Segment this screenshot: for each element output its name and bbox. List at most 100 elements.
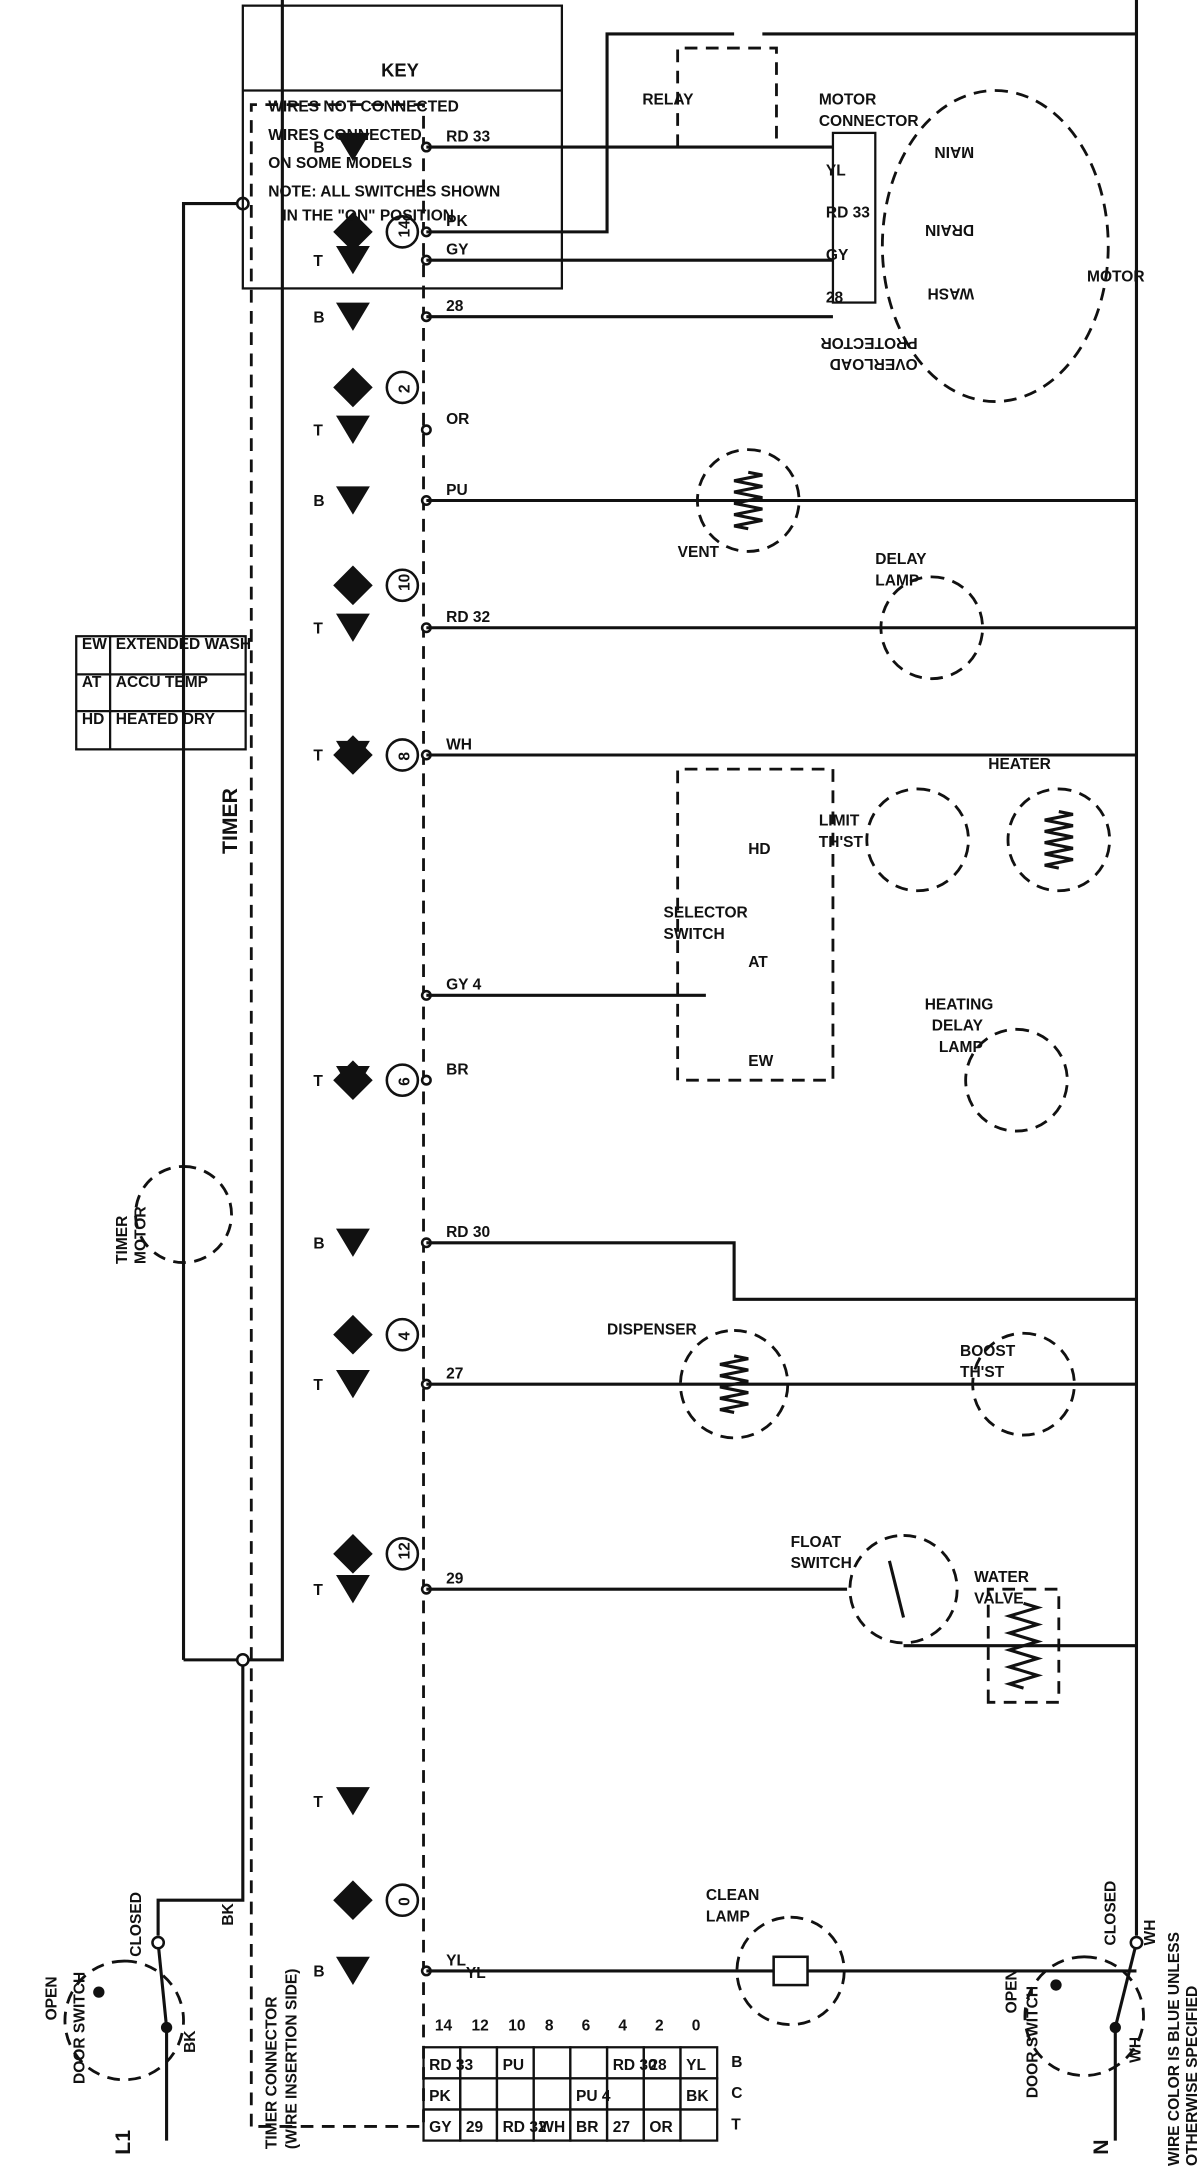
door-switch-l1-circle xyxy=(63,1959,185,2082)
timer-contact-type: T xyxy=(313,253,323,270)
clean-lamp-l2: LAMP xyxy=(706,1908,750,1925)
door-switch-l1-open: OPEN xyxy=(43,1976,60,2020)
hdl-l3: LAMP xyxy=(939,1039,983,1056)
dispenser-coil xyxy=(719,1354,749,1414)
timer-wire-label: PK xyxy=(446,213,468,230)
boost-l1: BOOST xyxy=(960,1343,1016,1360)
abbrev-code-2: HD xyxy=(82,711,104,728)
timer-contact-triangle xyxy=(336,486,370,515)
key-item-1: WIRES CONNECTED xyxy=(268,127,421,144)
connector-cell-text: GY xyxy=(429,2119,452,2136)
connector-cell-text: 29 xyxy=(466,2119,484,2136)
wash-label: WASH xyxy=(928,284,975,301)
key-item-2: ON SOME MODELS xyxy=(268,155,412,172)
clean-lamp-l1: CLEAN xyxy=(706,1887,759,1904)
connector-cell xyxy=(569,2046,609,2080)
motor-connector-box xyxy=(831,131,877,304)
float-switch-blade xyxy=(887,1560,906,1618)
timer-connector-title: TIMER CONNECTOR xyxy=(264,1997,281,2150)
timer-contact-triangle xyxy=(336,1956,370,1986)
timer-contact-triangle xyxy=(336,415,370,444)
selector-at: AT xyxy=(748,954,768,971)
connector-cell-text: PU xyxy=(503,2057,525,2074)
timer-contact-triangle xyxy=(336,246,370,275)
limit-l2: TH'ST xyxy=(819,834,864,851)
timer-wire-label: 27 xyxy=(446,1366,463,1383)
door-switch-n-open: OPEN xyxy=(1003,1969,1020,2013)
door-l1-bk: BK xyxy=(182,2030,199,2053)
abbrev-text-0: EXTENDED WASH xyxy=(116,636,251,653)
door-switch-n-wh: WH xyxy=(1142,1920,1159,1946)
timer-contact-triangle xyxy=(336,1370,370,1399)
motor-conn-wire-label: RD 33 xyxy=(826,205,870,222)
abbrev-text-1: ACCU TEMP xyxy=(116,674,208,691)
timer-cam-diamond xyxy=(333,565,373,606)
timer-cam-number: 10 xyxy=(396,574,413,591)
motor-conn-l2: CONNECTOR xyxy=(819,113,919,130)
motor-conn-wire-label: 28 xyxy=(826,290,844,307)
connector-cell xyxy=(532,2046,572,2080)
timer-contact-type: T xyxy=(313,620,323,637)
connector-row-label: 14 xyxy=(435,2017,453,2034)
bus-node-a xyxy=(235,1652,250,1667)
limit-thst-circle xyxy=(865,787,970,893)
abbrev-code-0: EW xyxy=(82,636,107,653)
motor-label: MOTOR xyxy=(1087,268,1144,285)
timer-cam-circle xyxy=(385,738,420,772)
dispenser-label: DISPENSER xyxy=(607,1322,697,1339)
timer-box xyxy=(249,103,425,2128)
timer-contact-triangle xyxy=(336,1228,370,1257)
connector-cell-text: WH xyxy=(539,2119,565,2136)
timer-contact-type: T xyxy=(313,1794,323,1811)
connector-col-label: B xyxy=(731,2054,742,2071)
connector-col-label: T xyxy=(731,2116,741,2133)
door-switch-n-title: DOOR SWITCH xyxy=(1025,1986,1042,2098)
timer-contact-triangle xyxy=(336,1575,370,1604)
connector-cell xyxy=(679,2046,719,2080)
door-switch-l1-title: DOOR SWITCH xyxy=(72,1972,89,2084)
key-item-3: NOTE: ALL SWITCHES SHOWN xyxy=(268,184,500,201)
connector-row-label: 2 xyxy=(655,2017,664,2034)
pk-wire xyxy=(426,32,735,234)
connector-cell-text: OR xyxy=(649,2119,672,2136)
timer-cam-number: 14 xyxy=(396,220,413,238)
timer-wire-label: GY xyxy=(446,241,469,258)
selector-l1: SELECTOR xyxy=(664,905,748,922)
door-switch-n-pivot xyxy=(1109,2021,1121,2034)
timer-wire-label: WH xyxy=(446,736,472,753)
water-valve-box xyxy=(986,1587,1061,1704)
drain-label: DRAIN xyxy=(925,221,974,238)
delay-lamp-circle xyxy=(879,575,985,681)
abbrev-code-1: AT xyxy=(82,674,102,691)
timer-wire-label: RD 32 xyxy=(446,609,490,626)
door-switch-n-blade xyxy=(1113,1942,1138,2028)
timer-contact-type: B xyxy=(313,493,324,510)
timer-motor-circle xyxy=(134,1165,233,1264)
connector-cell xyxy=(679,2108,719,2142)
relay-label: RELAY xyxy=(642,92,694,109)
selector-switch-box xyxy=(676,767,835,1082)
timer-cam-circle xyxy=(385,1317,420,1352)
connector-cell xyxy=(532,2077,572,2111)
clean-lamp-circle xyxy=(735,1915,846,2027)
timer-motor-l1: TIMER xyxy=(114,1216,131,1264)
timer-wire-label: YL xyxy=(446,1952,466,1969)
hdl-l1: HEATING xyxy=(925,996,994,1013)
boost-l2: TH'ST xyxy=(960,1364,1005,1381)
timer-wire-label: OR xyxy=(446,411,469,428)
door-switch-l1-closed-contact xyxy=(151,1935,166,1950)
timer-contact-type: B xyxy=(313,1964,324,1981)
timer-cam-circle xyxy=(385,370,420,405)
timer-contact-triangle xyxy=(336,1787,370,1816)
connector-cell-text: PU 4 xyxy=(576,2088,611,2105)
door-switch-n-circle xyxy=(1023,1955,1145,2077)
connector-row-label: 4 xyxy=(618,2017,627,2034)
timer-motor-lead-b xyxy=(181,202,243,1660)
relay-box xyxy=(676,46,778,149)
door-switch-l1-closed: CLOSED xyxy=(128,1892,145,1957)
timer-motor-l2: MOTOR xyxy=(132,1206,149,1264)
abbrev-text-2: HEATED DRY xyxy=(116,711,216,728)
timer-wire-label: 29 xyxy=(446,1571,464,1588)
